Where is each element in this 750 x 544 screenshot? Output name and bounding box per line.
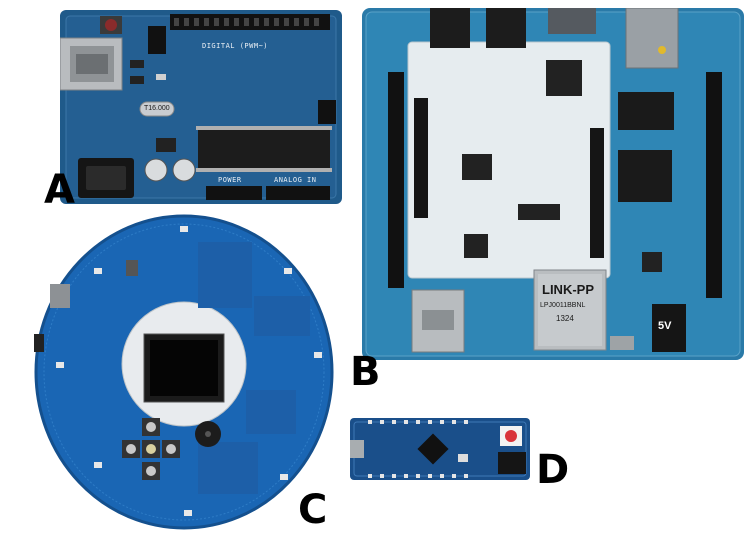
power-jack-label: 5V: [658, 320, 672, 332]
board-a-graphic: [59, 10, 342, 204]
board-b-graphic: [362, 7, 744, 360]
board-a-power-silk: POWER: [218, 176, 242, 184]
dc-jack-icon: [78, 158, 134, 198]
ethernet-jack-brand: LINK-PP: [542, 282, 594, 297]
board-b: LINK-PP LPJ0011BBNL 1324 5V: [362, 7, 744, 360]
board-a-digital-silk: DIGITAL (PWM~): [202, 42, 269, 50]
dip-chip-icon: [196, 126, 332, 172]
ethernet-jack-part: LPJ0011BBNL: [540, 302, 586, 309]
dc-jack-icon-b: [652, 304, 686, 352]
board-d: [350, 418, 530, 480]
label-b: B: [350, 349, 381, 395]
usb-b-connector-icon: [59, 37, 123, 91]
button-cluster-icon: [122, 418, 180, 480]
board-d-graphic: [350, 418, 530, 480]
board-a-crystal-text: T16.000: [144, 105, 170, 112]
label-c: C: [298, 487, 328, 533]
board-c-graphic: [34, 214, 334, 530]
reset-button-icon: [500, 426, 522, 446]
ethernet-jack-icon: [533, 269, 607, 351]
ethernet-jack-code: 1324: [556, 314, 574, 323]
usb-a-connector-icon: [411, 289, 465, 353]
micro-usb-icon: [350, 440, 364, 458]
lcd-screen-icon: [143, 333, 225, 403]
board-a-analog-silk: ANALOG IN: [274, 176, 317, 184]
board-c: [34, 212, 334, 530]
buzzer-icon: [195, 421, 221, 447]
board-a: DIGITAL (PWM~) POWER ANALOG IN T16.000: [59, 10, 342, 204]
label-a: A: [44, 167, 75, 213]
label-d: D: [536, 447, 570, 493]
